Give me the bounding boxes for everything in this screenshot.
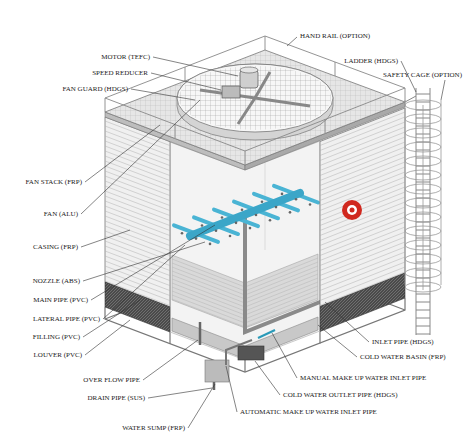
part-label: FILLING (PVC) [33,333,80,342]
part-label: MAIN PIPE (PVC) [33,296,88,305]
part-label: CASING (FRP) [33,243,78,252]
louver-right [320,273,405,332]
overflow-pipe [199,322,202,345]
part-label: LATERAL PIPE (PVC) [33,315,100,324]
part-label: COLD WATER OUTLET PIPE (HDGS) [283,391,397,400]
part-label: SAFETY CAGE (OPTION) [383,71,462,80]
part-label: HAND RAIL (OPTION) [300,32,370,41]
part-label: MANUAL MAKE UP WATER INLET PIPE [300,374,426,383]
casing-right [320,108,405,307]
part-label: FAN STACK (FRP) [26,178,83,187]
fan-guard [177,64,333,132]
part-label: FAN GUARD (HDGS) [62,85,128,94]
part-label: AUTOMATIC MAKE UP WATER INLET PIPE [240,408,377,417]
part-label: DRAIN PIPE (SUS) [87,394,145,403]
inlet-pipe [245,216,325,332]
part-label: MOTOR (TEFC) [101,53,150,62]
lateral-pipes [174,186,318,242]
part-label: LOUVER (PVC) [34,351,82,360]
leader-lines [81,37,445,428]
part-label: LADDER (HDGS) [344,57,398,66]
part-label: WATER SUMP (FRP) [122,424,185,433]
part-label: INLET PIPE (HDGS) [372,338,434,347]
casing-left [105,117,170,307]
part-label: OVER FLOW PIPE [83,376,140,385]
part-label: NOZZLE (ABS) [33,277,80,286]
makeup-pipe [226,340,252,365]
nozzles [181,193,312,246]
logo [342,200,362,220]
speed-reducer [222,86,240,98]
main-pipe [190,193,300,236]
hand-rail [105,36,405,165]
safety-cage [405,100,441,292]
louver-left [105,282,170,332]
ladder [405,88,430,335]
part-label: COLD WATER BASIN (FRP) [360,353,446,362]
part-label: FAN (ALU) [44,210,78,219]
part-label: SPEED REDUCER [92,69,148,78]
fan-stack [177,64,333,140]
outlet-pipe [238,346,264,360]
fan-guard-mesh [179,66,331,130]
